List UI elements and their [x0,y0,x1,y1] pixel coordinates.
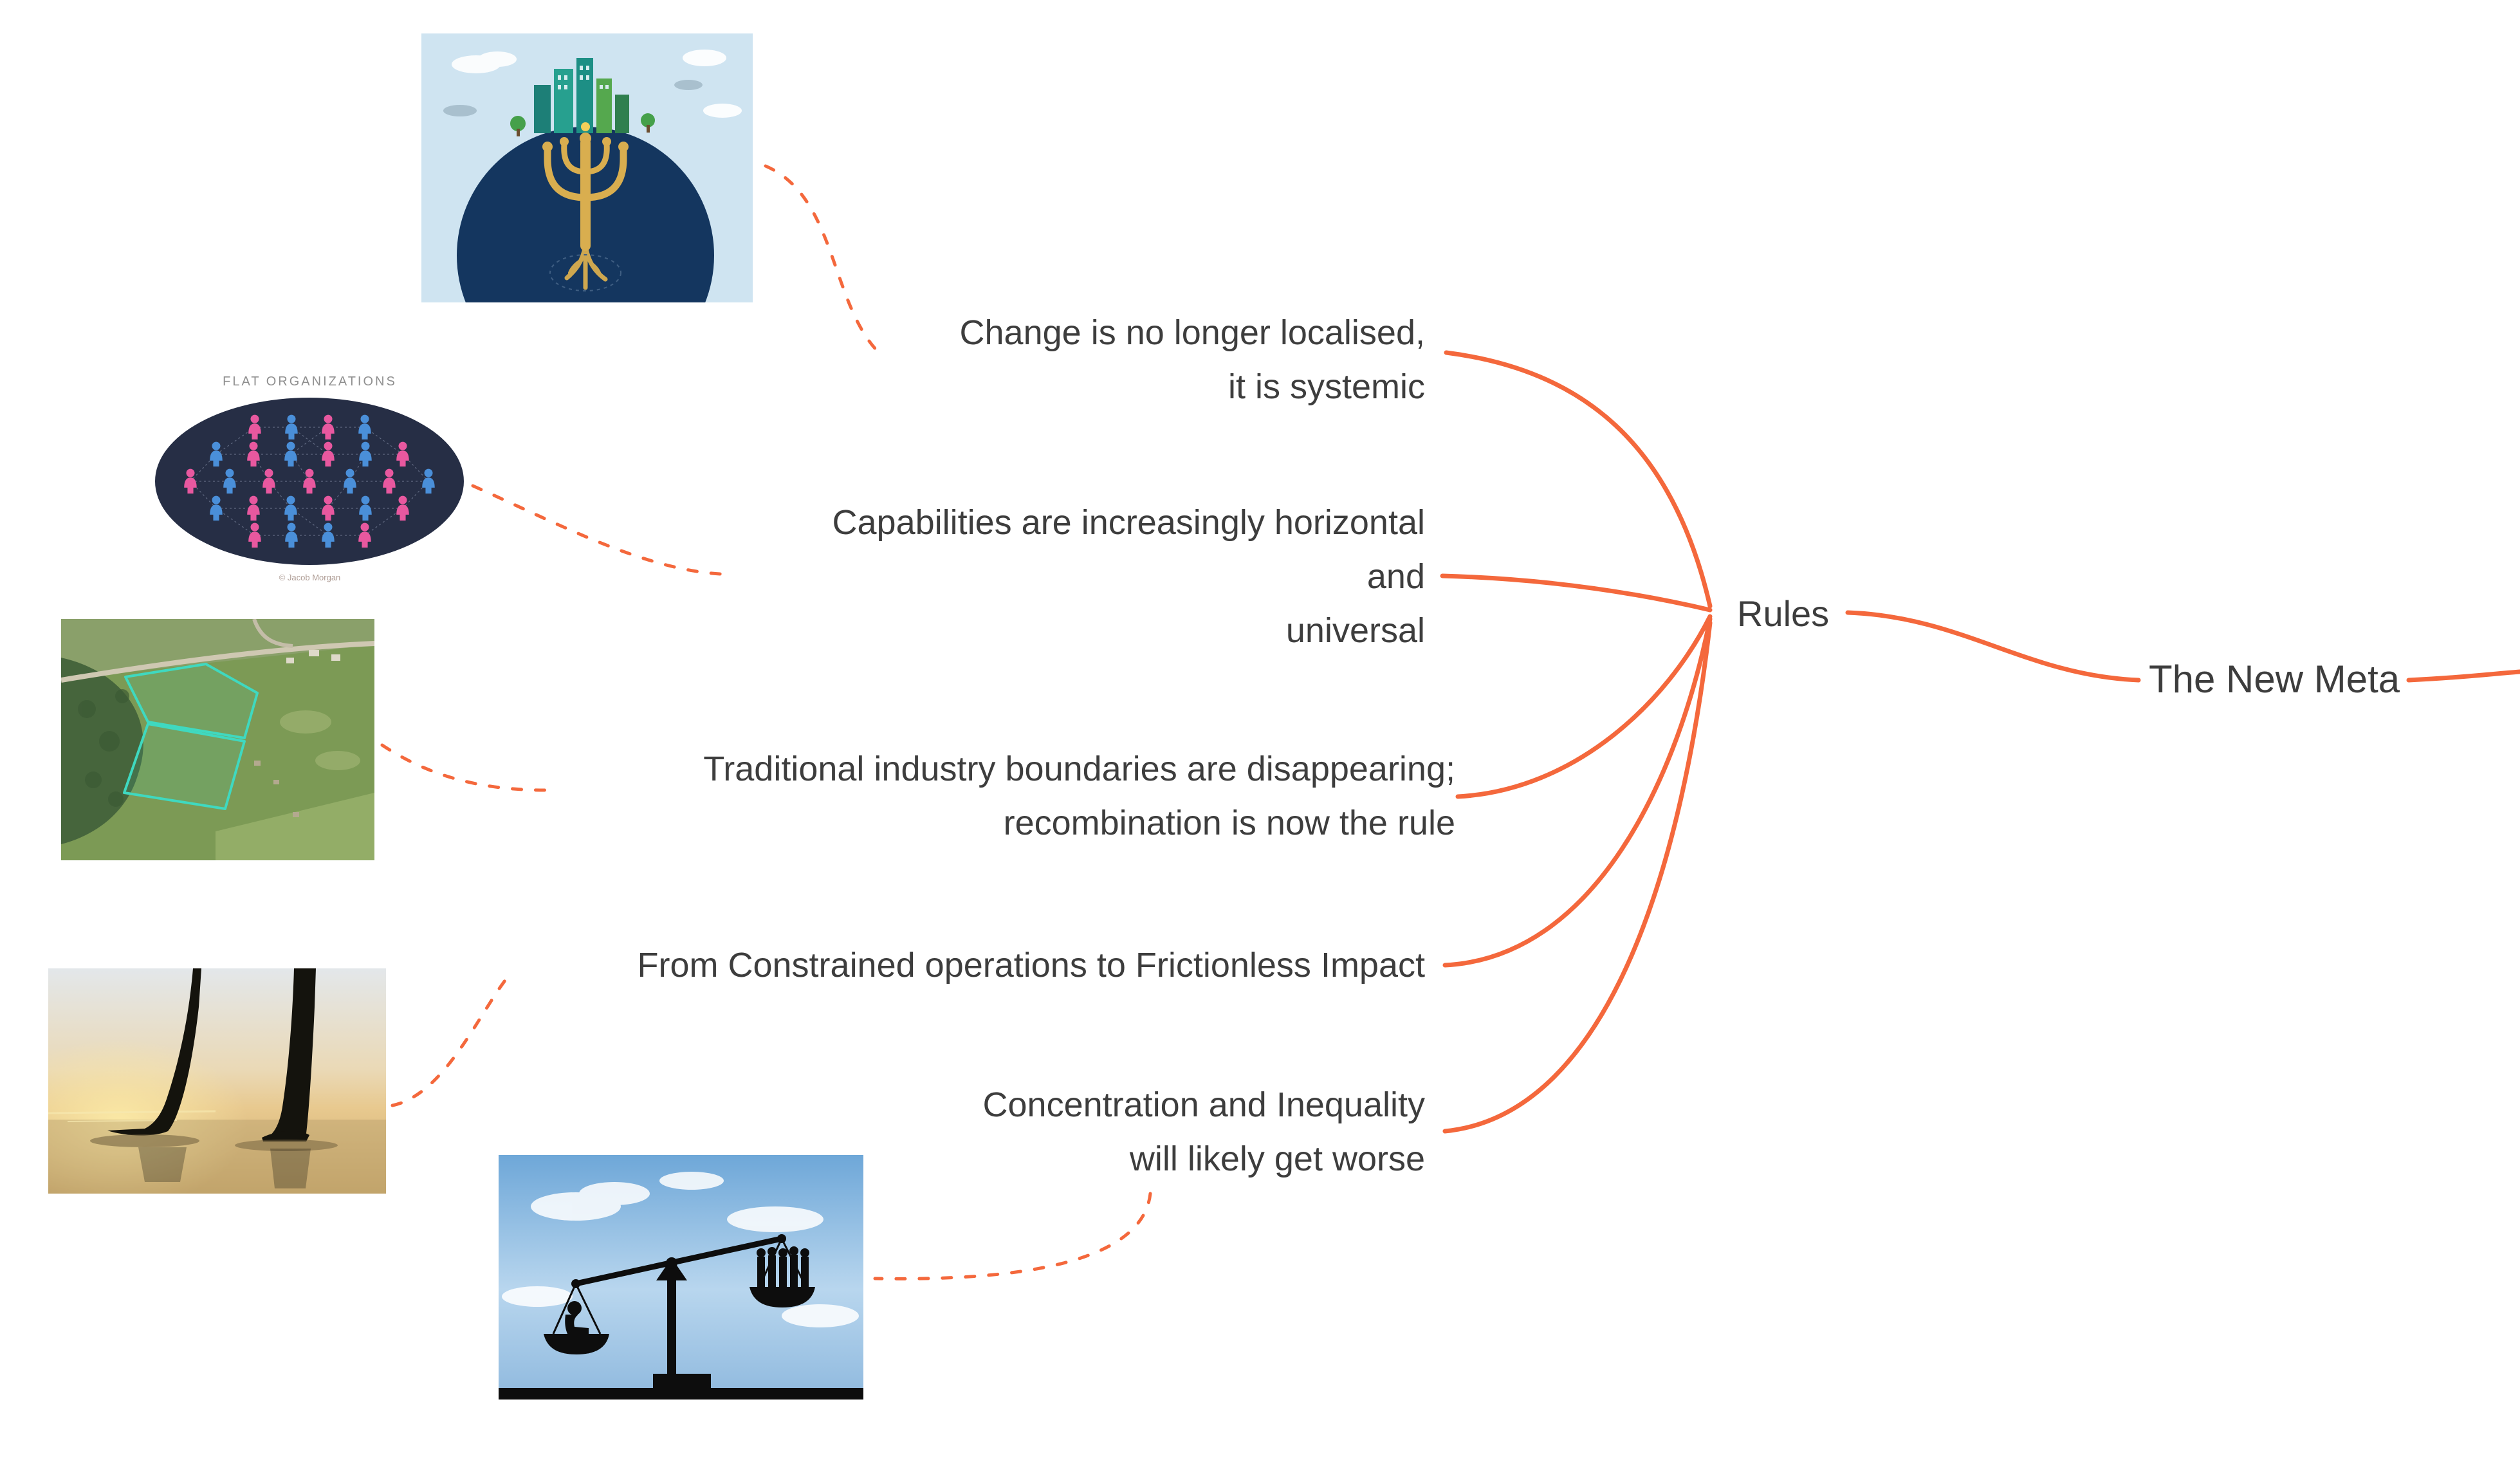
edge-flat-organizations-image [471,484,722,576]
edge-newmeta-offscreen [2406,669,2520,683]
tree-star [581,122,590,131]
right-pan [750,1238,815,1307]
edge-footsteps-image [391,970,514,1107]
branch-text-line: recombination is now the rule [1003,804,1455,842]
branch-node-horizontal-capabilities[interactable]: Capabilities are increasingly horizontal… [832,495,1425,658]
leg-silhouettes [107,968,316,1141]
field-texture [280,710,360,770]
edge-rules-horizontal-capabilities [1440,573,1713,613]
buildings [286,650,340,663]
branch-text-line: Capabilities are increasingly horizontal [832,503,1425,542]
branch-node-frictionless-impact[interactable]: From Constrained operations to Frictionl… [638,938,1426,992]
parcel-outlines [123,663,259,810]
houses [254,761,299,817]
flat-organizations-title: FLAT ORGANIZATIONS [223,374,397,389]
edge-scale-image [873,1192,1152,1280]
clouds [502,1172,859,1327]
reflections [90,1134,338,1188]
globe-tree-image[interactable] [421,33,753,302]
tree-roots [564,243,608,290]
edge-globe-tree-image [764,164,881,355]
flat-organizations-image[interactable]: FLAT ORGANIZATIONS [153,372,466,584]
edge-newmeta-rules [1845,610,2141,683]
wet-sand [48,1120,386,1194]
branch-text-line: Concentration and Inequality [982,1085,1425,1124]
hub-node-rules[interactable]: Rules [1737,593,1830,634]
forest-texture [78,689,129,807]
clouds [443,50,742,118]
sun-glow [48,1039,248,1194]
branch-text-line: universal [1285,611,1425,650]
scale-stand [499,1258,863,1399]
branch-text-line: Traditional industry boundaries are disa… [703,750,1455,788]
lower-fields [216,793,374,860]
edge-rules-industry-boundaries [1455,614,1713,799]
flat-organizations-caption: © Jacob Morgan [279,573,341,582]
left-pan [544,1283,609,1354]
edge-aerial-image [380,743,547,792]
root-node-the-new-meta[interactable]: The New Meta [2149,658,2400,701]
footsteps-image[interactable] [48,968,386,1194]
aerial-parcels-image[interactable] [61,619,374,860]
edge-rules-concentration-inequality [1442,620,1713,1134]
branch-node-concentration-inequality[interactable]: Concentration and Inequality will likely… [983,1078,1425,1186]
branch-text-line: From Constrained operations to Frictionl… [637,946,1426,984]
road [61,641,374,683]
city-buildings [510,58,655,136]
branch-text-line: it is systemic [1228,367,1425,406]
root-halo [549,254,621,291]
edge-rules-frictionless-impact [1442,616,1713,968]
golden-tree [544,138,627,251]
upper-fields [61,619,374,680]
side-road [252,619,293,648]
branch-text-line: will likely get worse [1129,1140,1425,1178]
branch-text-line: Change is no longer localised, [959,313,1425,352]
branch-node-systemic-change[interactable]: Change is no longer localised, it is sys… [960,306,1425,414]
scale-beam [573,1235,785,1287]
tree-tips [542,133,629,152]
beam-pivot [666,1257,677,1269]
balance-scale-image[interactable] [499,1155,863,1399]
branch-text-line: and [1366,557,1425,596]
branch-node-industry-boundaries[interactable]: Traditional industry boundaries are disa… [703,742,1455,850]
edge-rules-systemic-change [1444,350,1713,609]
